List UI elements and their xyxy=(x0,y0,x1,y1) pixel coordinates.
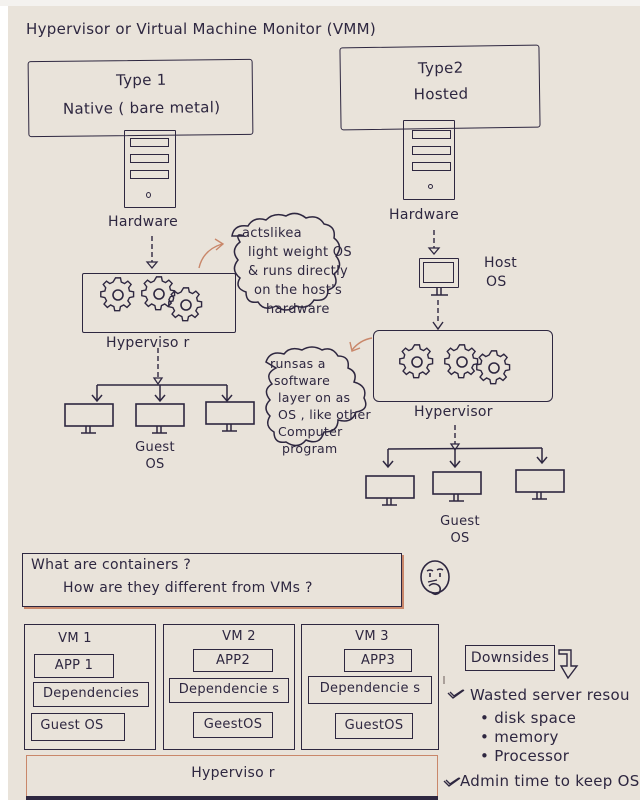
downsides-label-box: Downsides xyxy=(465,645,555,671)
downsides-label: Downsides xyxy=(470,650,550,666)
type1-note-line: light weight OS xyxy=(248,245,352,260)
vm-dependencies-box: Dependencie s xyxy=(169,678,289,703)
server-slot xyxy=(412,162,451,171)
type2-hypervisor-label: Hypervisor xyxy=(414,404,493,420)
host-os-label-line2: OS xyxy=(486,274,507,290)
server-power-button xyxy=(428,184,433,189)
type2-guest-label-line2: OS xyxy=(450,531,470,546)
vm-app-label: APP3 xyxy=(360,653,396,668)
thinking-face-icon xyxy=(420,560,450,596)
guest-os-monitor-icon xyxy=(432,471,482,502)
downside-item: Admin time to keep OS xyxy=(460,772,640,790)
question-line1: What are containers ? xyxy=(31,557,192,573)
type2-hypervisor-box xyxy=(373,330,553,402)
vm-name: VM 3 xyxy=(355,629,389,644)
vm-guest-os-label: GeestOS xyxy=(203,717,263,732)
guest-os-monitor-icon xyxy=(64,403,114,434)
type2-note-cloud: runsas a software layer on as OS , like … xyxy=(262,352,392,464)
type1-title: Type 1 xyxy=(115,70,167,90)
type2-note-line: OS , like other xyxy=(278,407,371,422)
vm-app-box: APP2 xyxy=(193,649,273,672)
type2-hardware-server-icon xyxy=(403,120,455,200)
type2-note-line: runsas a xyxy=(270,356,326,371)
guest-os-monitor-icon xyxy=(515,469,565,500)
type1-note-cloud: actslikea light weight OS & runs directl… xyxy=(238,222,378,326)
guest-os-monitor-icon xyxy=(205,401,255,432)
vm-name: VM 2 xyxy=(222,629,256,644)
server-slot xyxy=(412,130,451,139)
type1-hardware-label: Hardware xyxy=(108,214,178,230)
type2-hardware-label: Hardware xyxy=(389,207,459,223)
type2-guest-label-line1: Guest xyxy=(440,514,480,529)
vm-guest-os-box: Guest OS xyxy=(31,713,125,741)
type1-note-line: on the host's xyxy=(254,283,343,298)
vm-guest-os-label: Guest OS xyxy=(40,718,104,733)
bottom-dark-strip xyxy=(26,796,438,800)
server-power-button xyxy=(146,192,151,198)
vm-dependencies-label: Dependencie s xyxy=(178,682,280,697)
dashed-arrow xyxy=(145,236,159,270)
bottom-hypervisor-label: Hyperviso r xyxy=(191,765,275,781)
downside-subitem: • memory xyxy=(480,728,559,746)
server-slot xyxy=(412,146,451,155)
vm-guest-os-box: GeestOS xyxy=(193,712,273,738)
server-slot xyxy=(130,138,169,147)
downside-subitem-text: memory xyxy=(494,728,559,746)
vm-app-box: APP3 xyxy=(344,649,412,672)
page-title: Hypervisor or Virtual Machine Monitor (V… xyxy=(26,20,377,38)
downside-subitem: • disk space xyxy=(480,709,577,727)
vm-app-label: APP2 xyxy=(215,653,251,668)
vm-dependencies-box: Dependencie s xyxy=(308,676,432,704)
vm-guest-os-box: GuestOS xyxy=(335,713,413,739)
type1-subtitle: Native ( bare metal) xyxy=(62,98,221,118)
type1-guest-label-line2: OS xyxy=(145,457,165,472)
type1-hardware-server-icon xyxy=(124,130,176,208)
host-os-monitor-icon xyxy=(419,258,459,288)
type2-note-line: layer on as xyxy=(278,390,351,405)
downside-subitem: • Processor xyxy=(480,747,570,765)
question-box: What are containers ? How are they diffe… xyxy=(22,553,402,607)
downside-subitem-text: Processor xyxy=(494,747,570,765)
type2-header-box: Type2 Hosted xyxy=(339,44,541,131)
type2-note-line: software xyxy=(274,373,331,388)
vm-box-3: VM 3 APP3 Dependencie s GuestOS xyxy=(301,624,439,750)
type1-guest-label-line1: Guest xyxy=(135,440,175,455)
vm-dependencies-label: Dependencies xyxy=(42,686,140,701)
question-line2: How are they different from VMs ? xyxy=(63,580,313,596)
vm-dependencies-label: Dependencie s xyxy=(319,681,421,696)
type1-header-box: Type 1 Native ( bare metal) xyxy=(27,58,254,138)
downside-item: Wasted server resou xyxy=(470,686,630,704)
vm-dependencies-box: Dependencies xyxy=(33,682,149,707)
host-os-label-line1: Host xyxy=(484,255,518,271)
downside-subitem-text: disk space xyxy=(494,709,577,727)
guest-os-monitor-icon xyxy=(135,403,185,434)
type2-note-line: Computer xyxy=(278,424,343,439)
guest-os-monitor-icon xyxy=(365,475,415,506)
type1-note-line: actslikea xyxy=(242,226,302,241)
curved-arrow-down-icon xyxy=(558,649,579,680)
server-slot xyxy=(130,170,169,179)
vm-box-2: VM 2 APP2 Dependencie s GeestOS xyxy=(163,624,295,750)
type2-title: Type2 xyxy=(417,58,464,78)
bottom-hypervisor-bar: Hyperviso r xyxy=(26,755,438,800)
vm-app-box: APP 1 xyxy=(34,654,114,678)
type1-hypervisor-label: Hyperviso r xyxy=(106,335,190,351)
monitor-screen xyxy=(423,262,454,283)
type2-subtitle: Hosted xyxy=(413,84,469,104)
vm-name: VM 1 xyxy=(58,631,92,646)
type1-note-line: hardware xyxy=(266,302,330,317)
checkmark-icon xyxy=(443,777,461,787)
type2-note-line: program xyxy=(282,441,338,456)
vm-box-1: VM 1 APP 1 Dependencies Guest OS xyxy=(24,624,156,750)
type1-hypervisor-box xyxy=(82,273,236,333)
vm-guest-os-label: GuestOS xyxy=(344,718,404,733)
type1-note-line: & runs directly xyxy=(248,264,348,279)
vm-app-label: APP 1 xyxy=(54,658,94,673)
checkmark-icon xyxy=(447,689,465,699)
server-slot xyxy=(130,154,169,163)
